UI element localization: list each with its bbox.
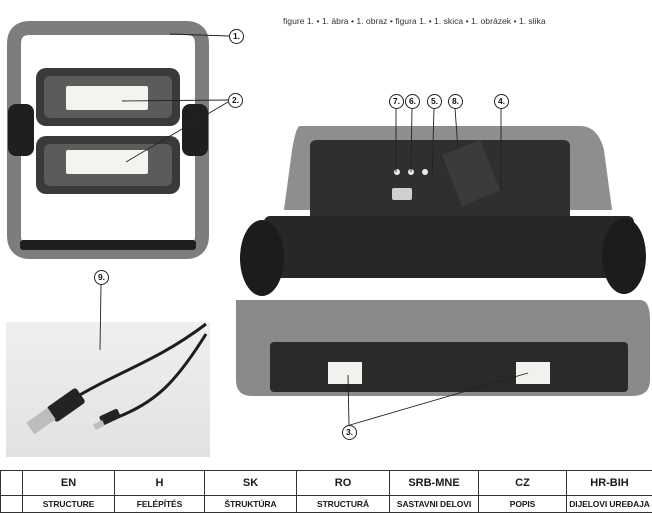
callout-6: 6. bbox=[405, 94, 420, 109]
indicator-led-5 bbox=[422, 169, 428, 175]
callout-5: 5. bbox=[427, 94, 442, 109]
lang-header-hr-bih: HR-BIH bbox=[567, 471, 652, 496]
callout-8: 8. bbox=[448, 94, 463, 109]
callout-7: 7. bbox=[389, 94, 404, 109]
base-front-panel bbox=[270, 342, 628, 392]
lang-header-ro: RO bbox=[297, 471, 390, 496]
lang-header-en: EN bbox=[23, 471, 115, 496]
language-table: EN H SK RO SRB-MNE CZ HR-BIH STRUCTURE F… bbox=[0, 470, 652, 513]
hinge-cylinder bbox=[264, 216, 634, 278]
indicator-led-7 bbox=[394, 169, 400, 175]
structure-row: STRUCTURE FELÉPÍTÉS ŠTRUKTÚRA STRUCTURĂ … bbox=[1, 496, 652, 513]
callout-2: 2. bbox=[228, 93, 243, 108]
structure-hr-bih: DIJELOVI UREĐAJA bbox=[567, 496, 652, 513]
rear-right-knob bbox=[602, 218, 646, 294]
usb-cable-photo bbox=[6, 322, 210, 457]
lang-header-sk: SK bbox=[205, 471, 297, 496]
lang-header-cz: CZ bbox=[479, 471, 567, 496]
structure-ro: STRUCTURĂ bbox=[297, 496, 390, 513]
callout-3: 3. bbox=[342, 425, 357, 440]
table-spacer-cell bbox=[1, 496, 23, 513]
callout-9: 9. bbox=[94, 270, 109, 285]
table-spacer-cell bbox=[1, 471, 23, 496]
callout-4: 4. bbox=[494, 94, 509, 109]
indicator-led-6 bbox=[408, 169, 414, 175]
structure-cz: POPIS bbox=[479, 496, 567, 513]
usb-port bbox=[392, 188, 412, 200]
structure-en: STRUCTURE bbox=[23, 496, 115, 513]
structure-h: FELÉPÍTÉS bbox=[115, 496, 205, 513]
structure-srb-mne: SASTAVNI DELOVI bbox=[390, 496, 479, 513]
indicator-window-left bbox=[328, 362, 362, 384]
battery-compartment bbox=[310, 140, 570, 228]
indicator-window-right bbox=[516, 362, 550, 384]
rear-left-knob bbox=[240, 220, 284, 296]
callout-1: 1. bbox=[229, 29, 244, 44]
usb-cable-illustration bbox=[6, 322, 210, 457]
structure-sk: ŠTRUKTÚRA bbox=[205, 496, 297, 513]
language-header-row: EN H SK RO SRB-MNE CZ HR-BIH bbox=[1, 471, 652, 496]
lang-header-h: H bbox=[115, 471, 205, 496]
lang-header-srb-mne: SRB-MNE bbox=[390, 471, 479, 496]
